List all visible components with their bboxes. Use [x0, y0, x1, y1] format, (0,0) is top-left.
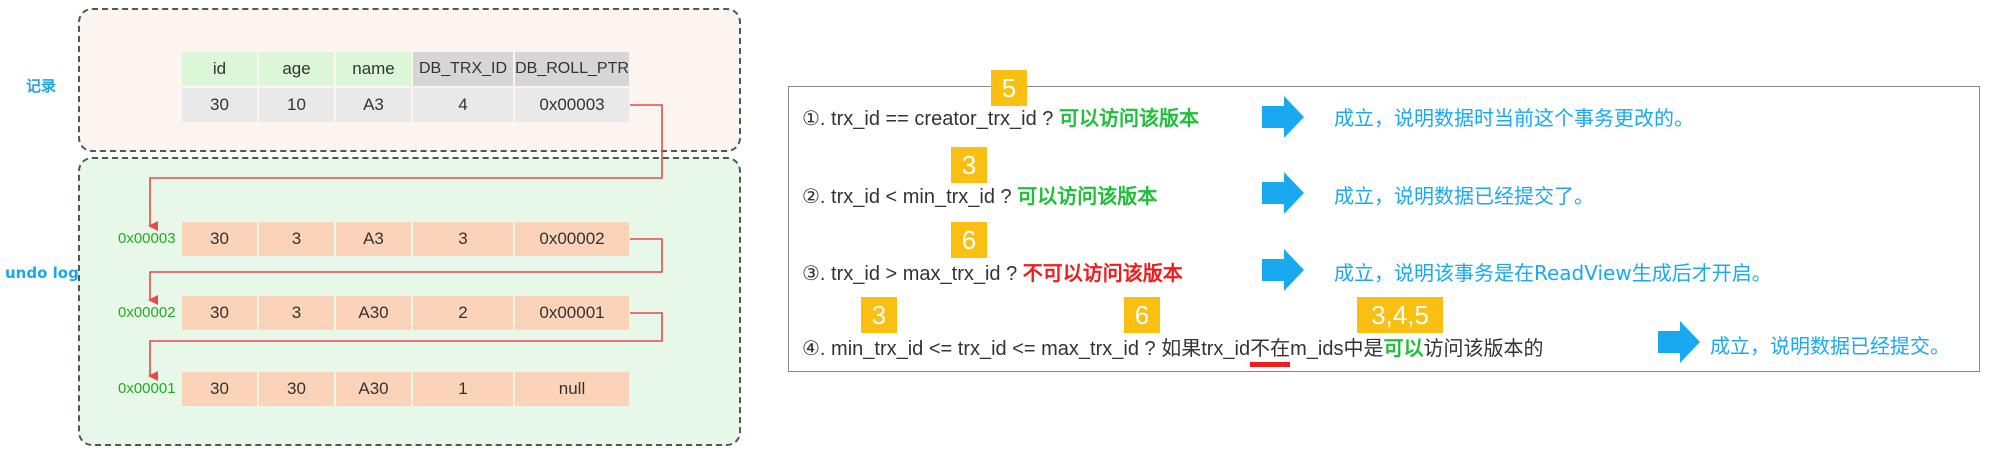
rule-1: ①. trx_id == creator_trx_id ? 可以访问该版本 — [802, 102, 1199, 131]
rule-4: ④. min_trx_id <= trx_id <= max_trx_id ? … — [802, 332, 1544, 367]
rule-result: 成立，说明数据已经提交了。 — [1334, 184, 1594, 208]
badge: 3 — [951, 147, 987, 183]
rule-not-in: 不在 — [1250, 338, 1291, 367]
table-cell: A30 — [336, 296, 411, 330]
right-arrow-icon — [1658, 321, 1700, 363]
table-cell: A3 — [336, 222, 411, 256]
rule-2: ②. trx_id < min_trx_id ? 可以访问该版本 — [802, 180, 1157, 209]
rule-verdict: 可以访问该版本 — [1017, 186, 1158, 208]
rule-verdict: 可以 — [1383, 338, 1424, 360]
rule-result: 成立，说明该事务是在ReadView生成后才开启。 — [1334, 261, 1772, 285]
table-cell: 30 — [259, 372, 334, 406]
rule-condition: ①. trx_id == creator_trx_id ? — [802, 108, 1054, 130]
table-cell: 1 — [413, 372, 513, 406]
table-cell: 0x00002 — [515, 222, 629, 256]
table-cell: null — [515, 372, 629, 406]
rule-result: 成立，说明数据已经提交。 — [1710, 334, 1950, 358]
record-label: 记录 — [26, 77, 57, 95]
rule-condition: ③. trx_id > max_trx_id ? — [802, 263, 1018, 285]
undo-address: 0x00003 — [118, 230, 176, 247]
table-cell: 30 — [182, 88, 257, 122]
table-cell: 10 — [259, 88, 334, 122]
badge: 3 — [861, 297, 897, 333]
table-cell: 30 — [182, 372, 257, 406]
rule-verdict: 不可以访问该版本 — [1022, 263, 1183, 285]
table-cell: 2 — [413, 296, 513, 330]
badge: 3,4,5 — [1357, 297, 1443, 333]
table-cell: A3 — [336, 88, 411, 122]
right-arrow-icon — [1262, 249, 1304, 291]
roll-pointer-arrow — [148, 312, 663, 381]
table-cell: 4 — [413, 88, 513, 122]
rule-not-in-text: 不在 — [1250, 338, 1291, 360]
table-cell: 0x00003 — [515, 88, 629, 122]
badge: 6 — [951, 222, 987, 258]
undo-address: 0x00001 — [118, 380, 176, 397]
undo-log-label: undo log — [5, 264, 79, 282]
rule-result: 成立，说明数据时当前这个事务更改的。 — [1334, 106, 1694, 130]
column-header: id — [182, 52, 257, 86]
table-cell: 0x00001 — [515, 296, 629, 330]
column-header: age — [259, 52, 334, 86]
table-cell: 3 — [413, 222, 513, 256]
column-header: name — [336, 52, 411, 86]
rule-verdict: 可以访问该版本 — [1058, 108, 1199, 130]
table-cell: 3 — [259, 296, 334, 330]
column-header: DB_ROLL_PTR — [515, 52, 629, 86]
table-cell: A30 — [336, 372, 411, 406]
rule-3: ③. trx_id > max_trx_id ? 不可以访问该版本 — [802, 257, 1183, 286]
roll-pointer-arrow — [148, 104, 663, 231]
right-arrow-icon — [1262, 172, 1304, 214]
undo-address: 0x00002 — [118, 304, 176, 321]
rule-condition-end: 访问该版本的 — [1423, 338, 1544, 360]
column-header: DB_TRX_ID — [413, 52, 513, 86]
rule-condition: ②. trx_id < min_trx_id ? — [802, 186, 1012, 208]
rule-condition-tail: m_ids中是 — [1290, 338, 1384, 360]
badge: 5 — [991, 70, 1027, 106]
table-cell: 3 — [259, 222, 334, 256]
table-cell: 30 — [182, 222, 257, 256]
roll-pointer-arrow — [148, 238, 663, 305]
red-underline — [1250, 362, 1291, 367]
badge: 6 — [1124, 297, 1160, 333]
right-arrow-icon — [1262, 96, 1304, 138]
table-cell: 30 — [182, 296, 257, 330]
roll-pointer-connectors — [148, 104, 663, 381]
rule-condition: ④. min_trx_id <= trx_id <= max_trx_id ? … — [802, 338, 1251, 360]
